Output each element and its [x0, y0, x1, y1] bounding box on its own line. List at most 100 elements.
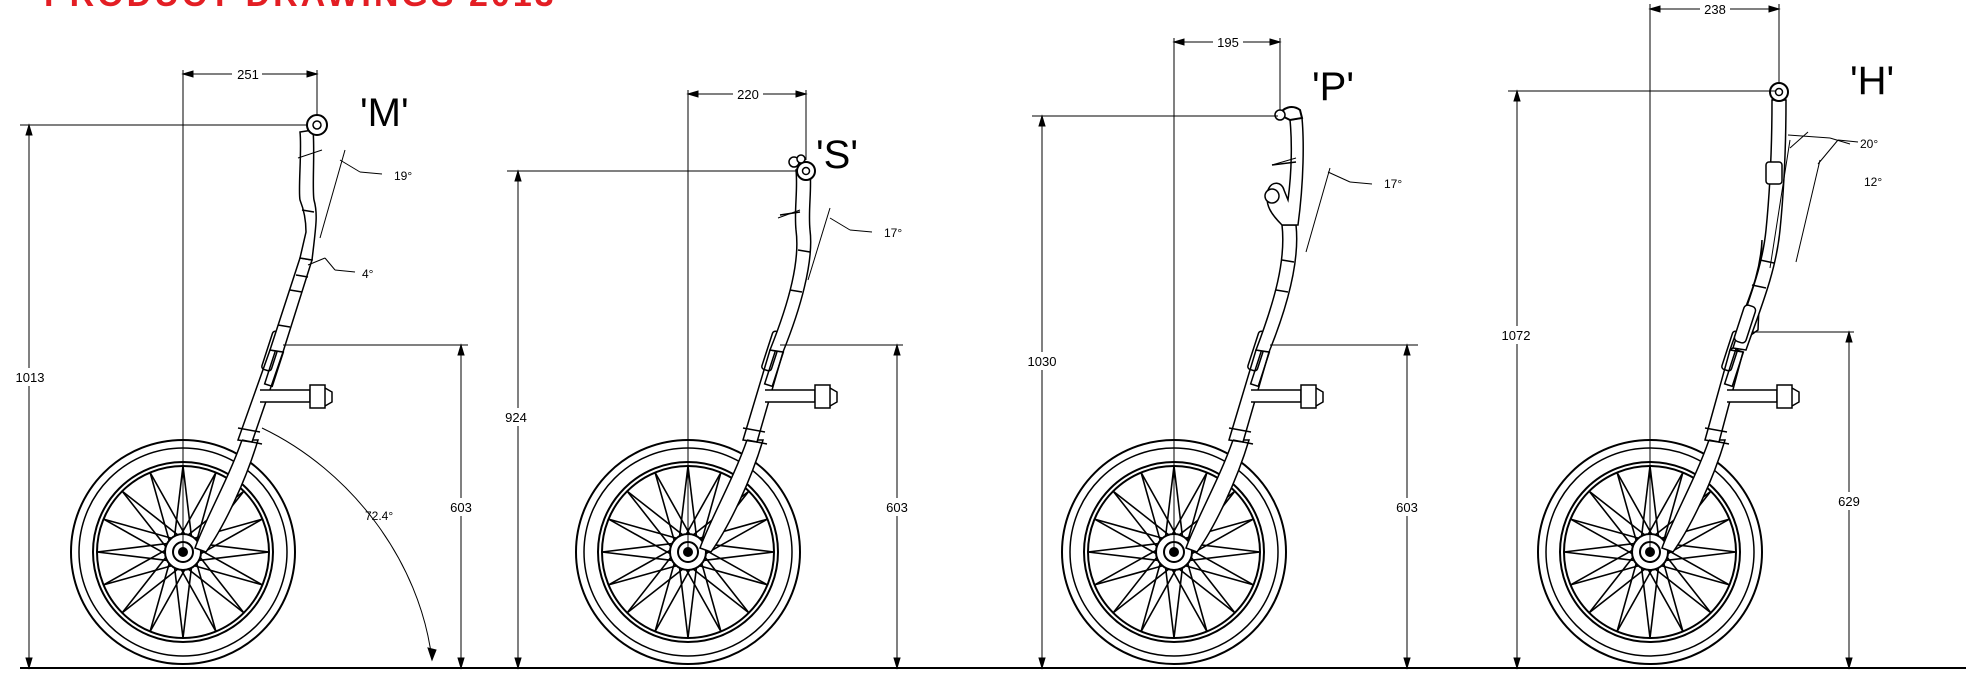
- wheel-s: [575, 439, 801, 665]
- spoke: [103, 518, 180, 542]
- spoke: [1570, 562, 1647, 586]
- hub-height-p: 603: [1396, 500, 1418, 515]
- frame-m: [194, 114, 333, 553]
- spoke: [1660, 545, 1730, 586]
- spoke: [96, 551, 176, 563]
- spoke: [96, 541, 176, 553]
- spoke: [149, 562, 190, 632]
- hub-height-s: 603: [886, 500, 908, 515]
- spoke: [1181, 551, 1261, 563]
- spoke: [687, 559, 699, 639]
- spoke: [103, 518, 173, 559]
- spoke: [1163, 559, 1175, 639]
- handle-reach-m: 251: [237, 67, 259, 82]
- spoke: [1648, 563, 1712, 614]
- dimensions-m: [20, 70, 468, 670]
- spoke: [1661, 550, 1712, 614]
- spoke: [1588, 563, 1652, 614]
- spoke: [193, 472, 217, 549]
- spoke: [654, 555, 678, 632]
- spoke: [1087, 551, 1167, 563]
- spoke: [1112, 490, 1176, 541]
- spoke: [1639, 465, 1651, 545]
- spoke: [1173, 465, 1185, 545]
- spoke: [1563, 541, 1643, 553]
- spoke: [626, 563, 690, 614]
- model-label-h: 'H': [1850, 59, 1894, 103]
- spoke: [698, 555, 722, 632]
- spoke: [121, 490, 172, 554]
- spoke: [193, 545, 263, 586]
- spoke: [1094, 562, 1171, 586]
- spoke: [1649, 559, 1661, 639]
- dim-labels-m: 1013 251 603 19° 4° 72.4° 'M': [16, 66, 475, 523]
- spoke: [626, 490, 677, 554]
- hub-height-h: 629: [1838, 494, 1860, 509]
- spoke: [626, 550, 677, 614]
- spoke: [608, 518, 685, 542]
- overall-height-s: 924: [505, 410, 527, 425]
- spoke: [1616, 472, 1640, 549]
- spoke: [1184, 545, 1254, 586]
- frame-p: [1185, 106, 1324, 553]
- spoke: [1616, 472, 1657, 542]
- spoke: [1087, 541, 1167, 553]
- spoke: [1657, 551, 1737, 563]
- spoke: [1660, 472, 1684, 549]
- spoke: [103, 545, 173, 586]
- spoke: [182, 559, 194, 639]
- spoke: [1163, 465, 1175, 545]
- frame-h: [1661, 82, 1800, 553]
- spoke: [1563, 551, 1643, 563]
- dimensions-h: [1508, 4, 1859, 670]
- model-h: 1072 238 629 20° 12° 'H': [1497, 1, 1894, 670]
- spoke: [172, 559, 184, 639]
- spoke: [687, 465, 699, 545]
- spoke: [1140, 472, 1181, 542]
- model-s: 924 220 603 17° 'S': [502, 86, 911, 670]
- spoke: [186, 562, 263, 586]
- spoke: [121, 550, 172, 614]
- handle-reach-s: 220: [737, 87, 759, 102]
- spoke: [698, 545, 768, 586]
- overall-height-h: 1072: [1502, 328, 1531, 343]
- spoke: [190, 551, 270, 563]
- overall-height-m: 1013: [16, 370, 45, 385]
- model-label-s: 'S': [816, 133, 858, 177]
- spoke: [1167, 472, 1208, 542]
- hub-height-m: 603: [450, 500, 472, 515]
- spoke: [601, 551, 681, 563]
- spoke: [1570, 518, 1647, 542]
- spoke: [1177, 562, 1254, 586]
- spoke: [1649, 465, 1661, 545]
- spoke: [194, 550, 245, 614]
- spoke: [1660, 555, 1684, 632]
- spoke: [1185, 550, 1236, 614]
- spoke: [1112, 490, 1163, 554]
- spoke: [1616, 555, 1640, 632]
- spoke: [1184, 472, 1208, 549]
- spoke: [1570, 545, 1640, 586]
- angle-p-0: 17°: [1384, 177, 1402, 191]
- spoke: [1570, 518, 1640, 559]
- spoke: [1112, 550, 1163, 614]
- spoke: [681, 472, 722, 542]
- spoke: [626, 490, 690, 541]
- spoke: [681, 562, 722, 632]
- spoke: [1094, 545, 1164, 586]
- spoke: [149, 472, 173, 549]
- angle-h-0: 20°: [1860, 137, 1878, 151]
- spoke: [654, 562, 695, 632]
- spoke: [193, 555, 217, 632]
- spoke: [172, 465, 184, 545]
- sheet-title: PRODUCT DRAWINGS 2013: [44, 0, 557, 15]
- dim-labels-s: 924 220 603 17° 'S': [502, 86, 911, 516]
- spoke: [121, 490, 185, 541]
- spoke: [686, 563, 750, 614]
- angle-m-2: 72.4°: [365, 509, 393, 523]
- spoke: [699, 550, 750, 614]
- spoke: [1140, 472, 1164, 549]
- spoke: [695, 551, 775, 563]
- spoke: [1140, 562, 1181, 632]
